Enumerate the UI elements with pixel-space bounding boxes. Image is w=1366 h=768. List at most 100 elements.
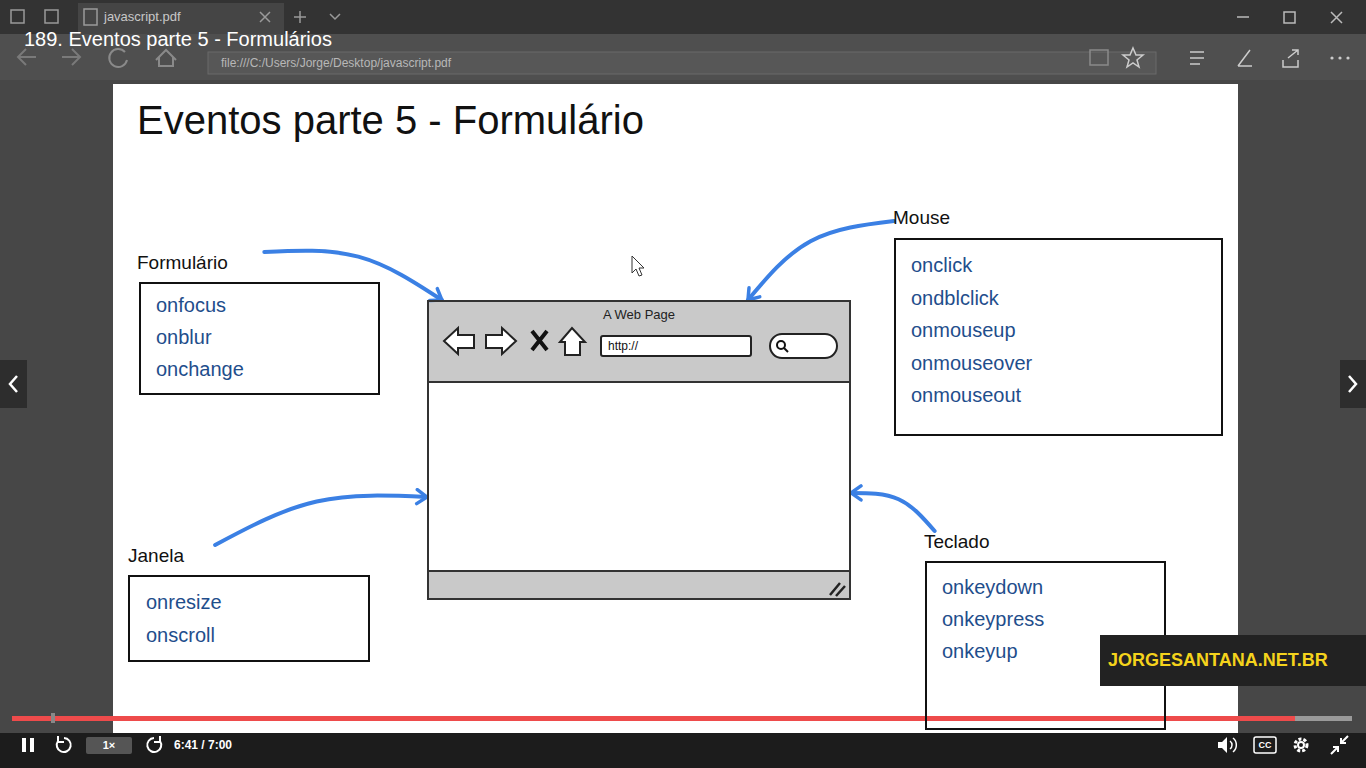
volume-icon xyxy=(1218,737,1227,753)
volume-waves xyxy=(1230,738,1236,752)
label-slot: file:///C:/Users/Jorge/Desktop/javascrip… xyxy=(221,56,451,70)
favorite-icon xyxy=(1123,48,1143,67)
url-text: http:// xyxy=(608,337,638,355)
player-control-bar xyxy=(0,733,1366,768)
mockup-header-line xyxy=(427,381,851,383)
event-arrow xyxy=(215,496,427,545)
group-heading: Mouse xyxy=(893,207,950,229)
captions-label: CC xyxy=(1254,739,1276,751)
video-title: 189. Eventos parte 5 - Formulários xyxy=(24,27,332,51)
mockup-search-icon xyxy=(777,341,785,349)
slide-page xyxy=(113,84,1238,733)
watermark-box: JORGESANTANA.NET.BR xyxy=(1100,635,1366,686)
mockup-status-line xyxy=(427,570,851,572)
back-icon xyxy=(18,49,36,65)
mockup-forward-icon xyxy=(486,328,516,354)
mockup-header xyxy=(428,301,850,382)
event-name: onchange xyxy=(156,353,244,385)
event-arrow xyxy=(851,493,935,531)
web-page-mockup: A Web Page http:// xyxy=(427,300,851,600)
progress-played xyxy=(12,716,1295,721)
event-name: onscroll xyxy=(146,619,215,652)
captions-box xyxy=(1254,737,1276,753)
event-name: onmouseover xyxy=(911,347,1032,380)
progress-marker xyxy=(51,713,55,723)
event-group: Teclado onkeydownonkeypressonkeyup xyxy=(925,531,1166,730)
home-icon xyxy=(156,50,176,66)
pause-bar xyxy=(30,738,34,752)
mockup-search-handle xyxy=(784,348,788,352)
event-group: Mouse onclickondblclickonmouseuponmouseov… xyxy=(894,207,1223,436)
label-slot: 189. Eventos parte 5 - Formulários xyxy=(24,27,332,51)
event-name: onkeyup xyxy=(942,635,1018,667)
forward-icon xyxy=(62,49,80,65)
tab-title: javascript.pdf xyxy=(104,9,181,25)
previous-button xyxy=(0,360,27,408)
set-aside-icon xyxy=(45,10,58,23)
group-heading: Teclado xyxy=(924,531,990,553)
pdf-icon xyxy=(84,9,97,25)
progress-track xyxy=(12,716,1352,721)
mockup-back-icon xyxy=(444,328,474,354)
notes-icon xyxy=(1238,50,1252,66)
label-slot: javascript.pdf xyxy=(104,9,181,25)
next-button xyxy=(1340,360,1366,408)
more-icon xyxy=(1330,56,1349,59)
slide-title: Eventos parte 5 - Formulário xyxy=(137,96,644,144)
next-chevron xyxy=(1349,376,1356,392)
title-slot: Eventos parte 5 - Formulário xyxy=(137,96,644,144)
tab-list-icon xyxy=(330,14,340,19)
address-field xyxy=(208,52,1156,74)
mockup-home-icon xyxy=(560,328,585,355)
resize-grip xyxy=(830,583,845,596)
watermark-text: JORGESANTANA.NET.BR xyxy=(1108,635,1328,686)
hub-icon xyxy=(1190,52,1204,64)
event-list-box: onfocusonbluronchange xyxy=(139,282,380,395)
event-list-box: onresizeonscroll xyxy=(128,575,370,662)
group-heading: Formulário xyxy=(137,252,228,274)
group-heading: Janela xyxy=(128,545,184,567)
event-name: onresize xyxy=(146,586,222,619)
share-icon xyxy=(1283,50,1298,67)
settings-hub xyxy=(1298,742,1304,748)
event-name: onclick xyxy=(911,249,972,282)
mockup-search-box xyxy=(770,334,837,358)
event-name: ondblclick xyxy=(911,282,999,315)
event-list-box: onclickondblclickonmouseuponmouseoveronm… xyxy=(894,238,1223,436)
event-group: Formulário onfocusonbluronchange xyxy=(139,252,380,395)
mockup-stop-icon xyxy=(532,331,547,350)
address-text: file:///C:/Users/Jorge/Desktop/javascrip… xyxy=(221,56,451,70)
pause-bar xyxy=(22,738,26,752)
tab-close-icon xyxy=(260,12,270,22)
speed-box xyxy=(86,737,132,754)
event-name: onfocus xyxy=(156,289,226,321)
new-tab-icon xyxy=(294,11,306,23)
event-name: onmouseout xyxy=(911,379,1021,412)
forward-skip-icon xyxy=(147,736,161,752)
event-arrow xyxy=(748,221,894,300)
reading-view-icon xyxy=(1090,50,1108,65)
time-counter: 6:41 / 7:00 xyxy=(174,738,232,752)
tabs-icon xyxy=(11,10,24,23)
refresh-icon xyxy=(109,49,127,67)
mouse-cursor xyxy=(632,256,644,276)
label-slot: 6:41 / 7:00 xyxy=(174,738,232,752)
rewind-icon xyxy=(57,736,71,752)
label-slot: 1× xyxy=(86,737,132,754)
previous-chevron xyxy=(10,376,17,392)
event-name: onkeypress xyxy=(942,603,1044,635)
event-arrow xyxy=(264,251,442,300)
minimize-icon xyxy=(1237,16,1249,18)
speed-value: 1× xyxy=(86,737,132,754)
event-name: onblur xyxy=(156,321,212,353)
event-group: Janela onresizeonscroll xyxy=(128,545,370,662)
page-caption: A Web Page xyxy=(429,302,849,322)
event-name: onkeydown xyxy=(942,571,1043,603)
label-slot: CC xyxy=(1254,739,1276,751)
exit-fullscreen-icon xyxy=(1331,736,1348,754)
viewer-background xyxy=(0,80,1366,733)
event-name: onmouseup xyxy=(911,314,1016,347)
settings-gear xyxy=(1295,739,1307,751)
close-icon xyxy=(1331,12,1342,23)
